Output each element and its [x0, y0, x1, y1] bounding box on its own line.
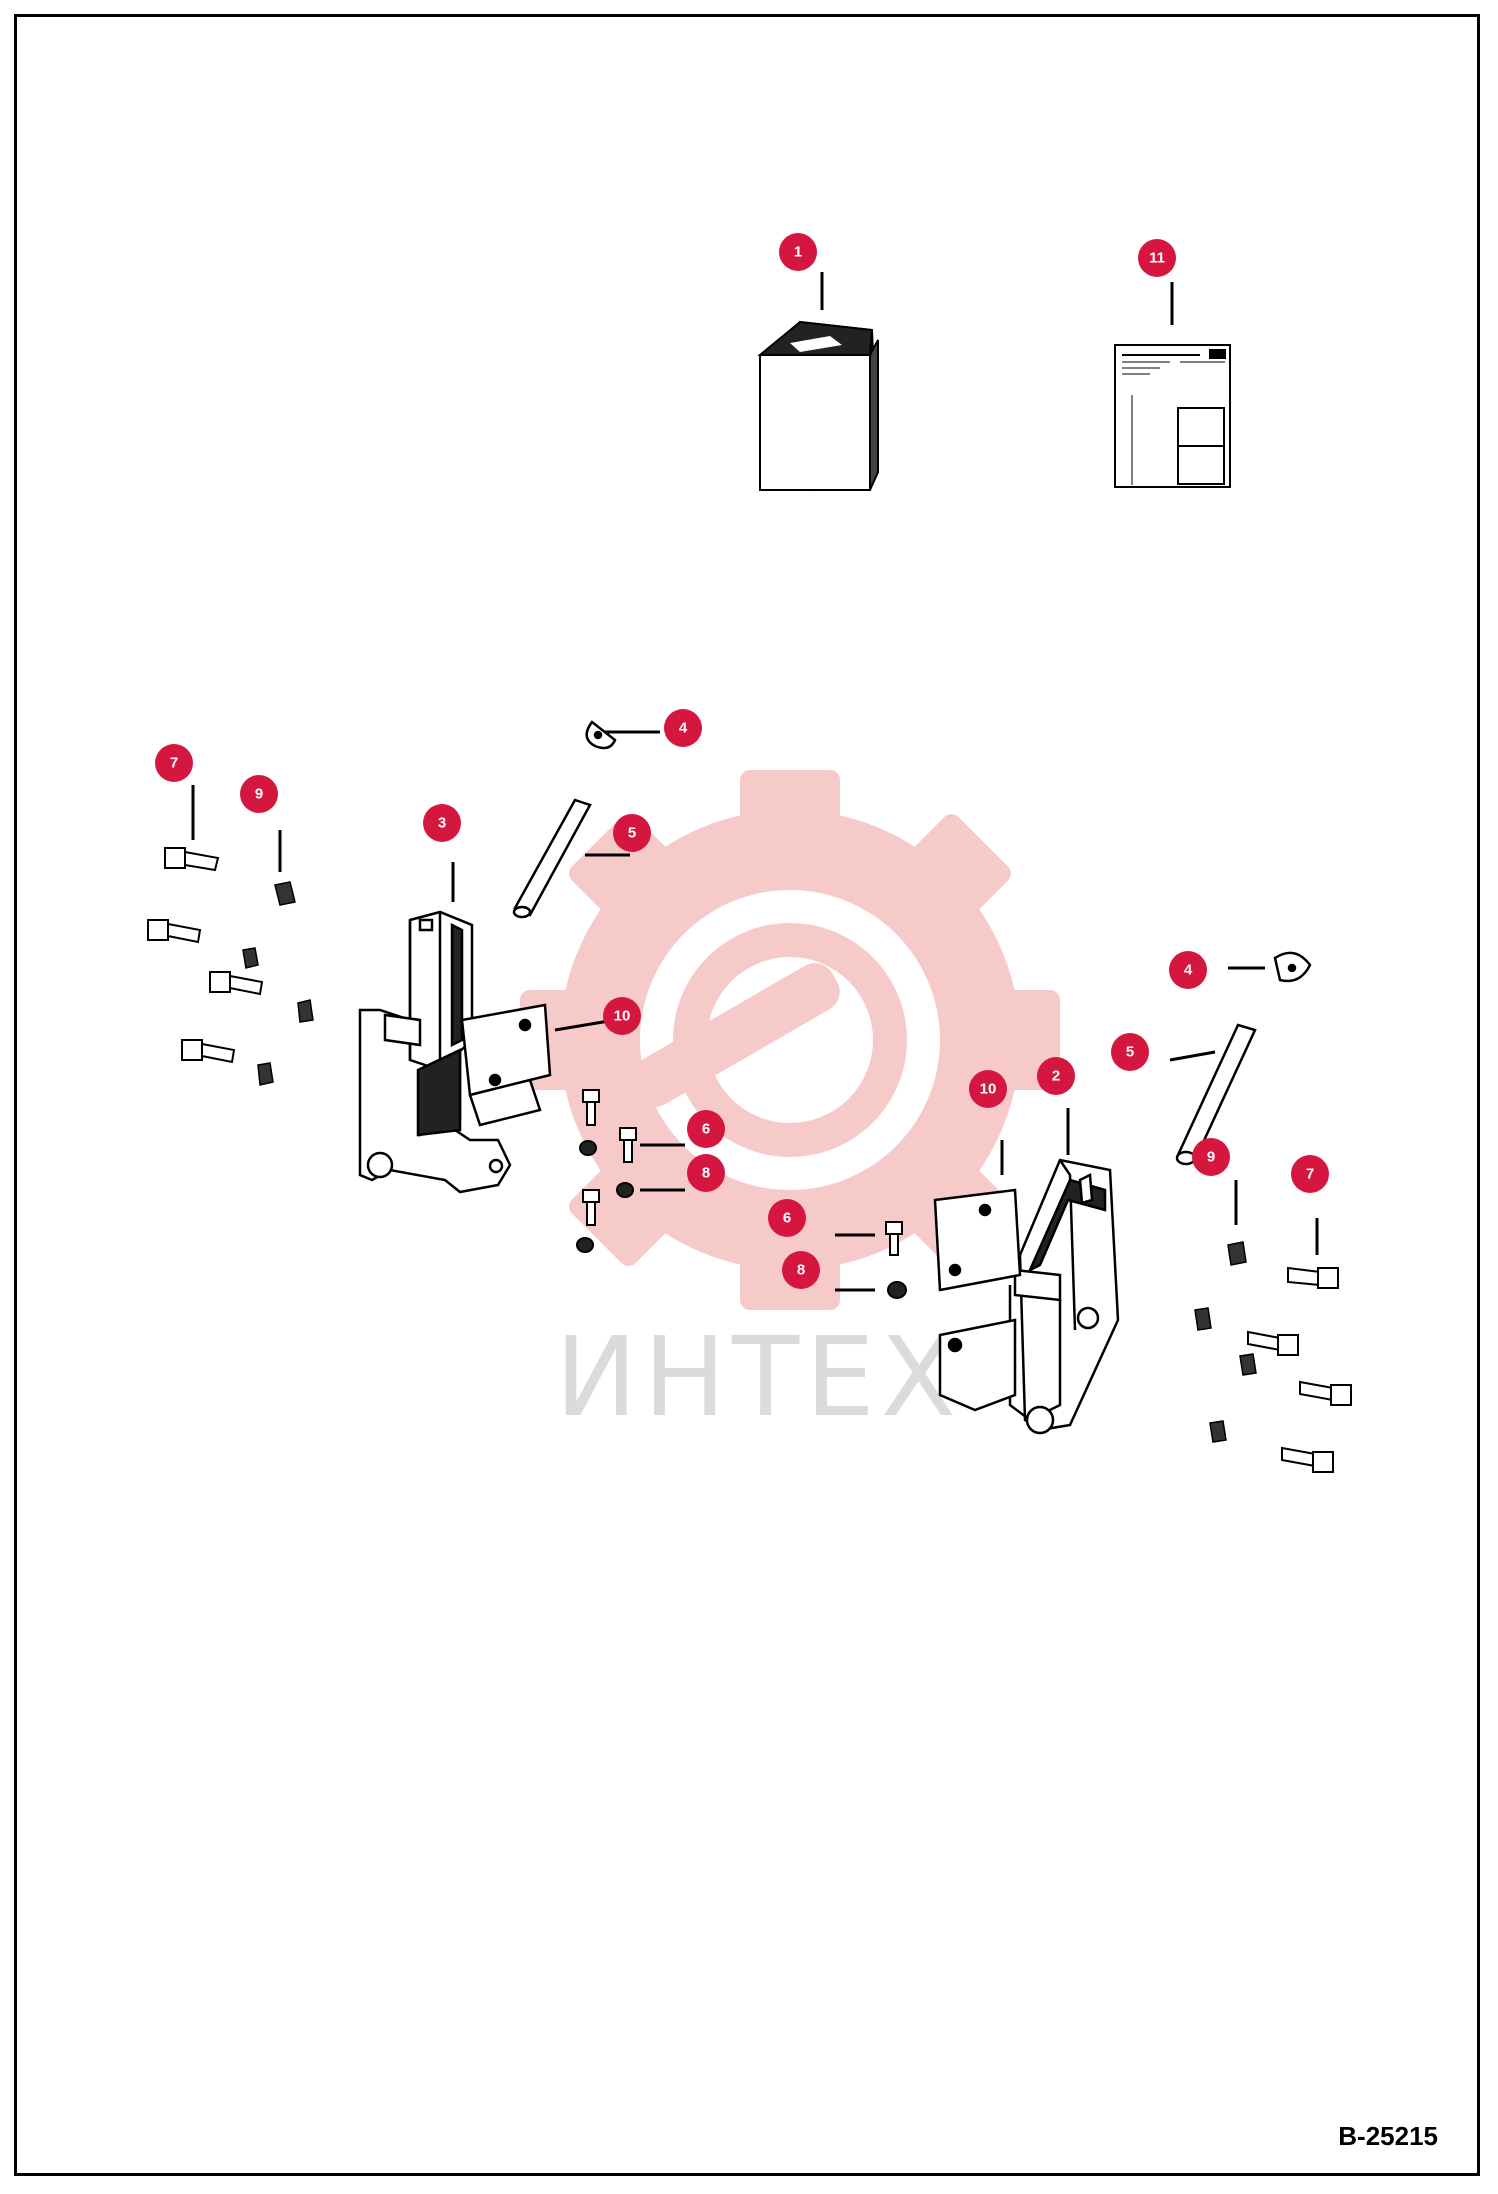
- callout-4-right[interactable]: 4: [1169, 951, 1207, 989]
- svg-text:4: 4: [679, 720, 688, 737]
- svg-text:11: 11: [1149, 250, 1165, 267]
- callout-7-right[interactable]: 7: [1291, 1155, 1329, 1193]
- callout-10-right[interactable]: 10: [969, 1070, 1007, 1108]
- svg-text:1: 1: [794, 244, 802, 261]
- callout-3[interactable]: 3: [423, 804, 461, 842]
- callout-5-left[interactable]: 5: [613, 814, 651, 852]
- callout-9-right[interactable]: 9: [1192, 1138, 1230, 1176]
- right-bracket-assembly: [835, 951, 1352, 1473]
- watermark-text: ИНТЕХ: [555, 1313, 962, 1441]
- svg-text:2: 2: [1052, 1068, 1060, 1085]
- callout-8-right[interactable]: 8: [782, 1251, 820, 1289]
- callout-6-right[interactable]: 6: [768, 1199, 806, 1237]
- svg-text:9: 9: [255, 786, 263, 803]
- svg-text:7: 7: [170, 755, 178, 772]
- callout-2[interactable]: 2: [1037, 1057, 1075, 1095]
- callout-1[interactable]: 1: [779, 233, 817, 271]
- callout-11[interactable]: 11: [1138, 239, 1176, 277]
- callout-6-left[interactable]: 6: [687, 1110, 725, 1148]
- svg-text:8: 8: [702, 1165, 710, 1182]
- callout-7-left[interactable]: 7: [155, 744, 193, 782]
- svg-text:6: 6: [783, 1210, 791, 1227]
- watermark-logo: [520, 770, 1060, 1310]
- svg-text:5: 5: [1126, 1044, 1134, 1061]
- svg-text:6: 6: [702, 1121, 710, 1138]
- callout-8-left[interactable]: 8: [687, 1154, 725, 1192]
- svg-text:4: 4: [1184, 962, 1193, 979]
- callout-10-left[interactable]: 10: [603, 997, 641, 1035]
- callout-4-left[interactable]: 4: [664, 709, 702, 747]
- callout-5-right[interactable]: 5: [1111, 1033, 1149, 1071]
- svg-text:8: 8: [797, 1262, 805, 1279]
- callout-9-left[interactable]: 9: [240, 775, 278, 813]
- part-kit-box: [757, 272, 880, 492]
- drawing-number: B-25215: [1338, 2121, 1438, 2151]
- svg-text:10: 10: [980, 1081, 997, 1098]
- left-bracket-assembly: [147, 720, 685, 1253]
- part-instruction-sheet: [1114, 282, 1231, 488]
- svg-text:3: 3: [438, 815, 446, 832]
- svg-text:7: 7: [1306, 1166, 1314, 1183]
- svg-text:5: 5: [628, 825, 636, 842]
- svg-text:10: 10: [614, 1008, 631, 1025]
- svg-text:9: 9: [1207, 1149, 1215, 1166]
- callouts: 1 11 4 7 9 3 5 10 6 8 4 5 2 10 9 7 6 8: [155, 233, 1329, 1289]
